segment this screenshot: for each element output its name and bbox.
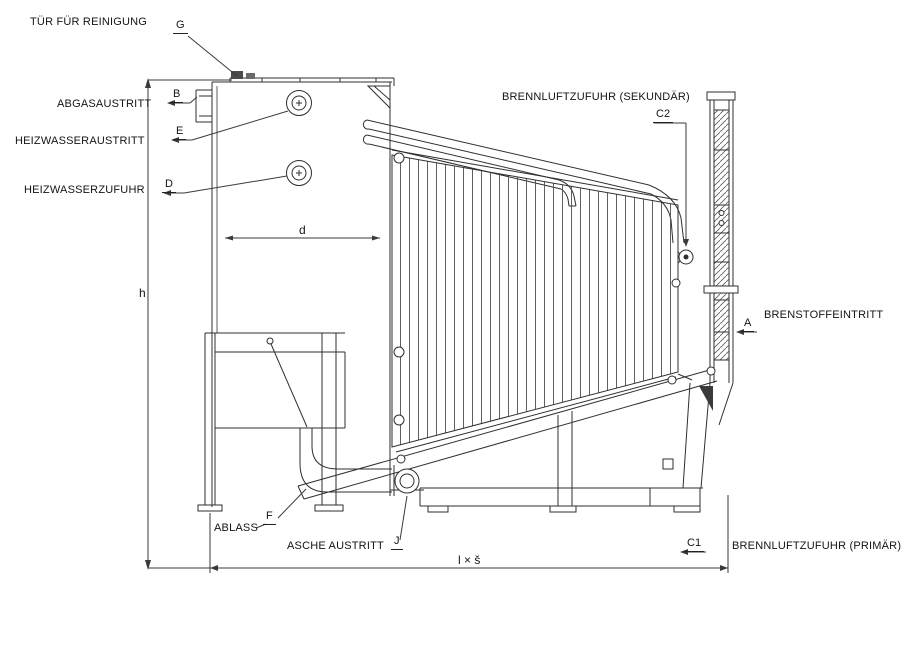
ref-letter-a: A xyxy=(741,318,755,332)
ref-letter-j: J xyxy=(391,536,403,550)
ash-outlet-flange xyxy=(394,468,420,494)
ref-letter-c2: C2 xyxy=(653,109,674,123)
cleaning-door xyxy=(231,71,391,110)
heating-water-supply-flange xyxy=(286,160,312,186)
ash-screw-cylinder xyxy=(215,337,346,429)
label-heating-water-supply: HEIZWASSERZUFUHR xyxy=(24,184,145,196)
ref-letter-b: B xyxy=(170,89,184,103)
heating-water-outlet-flange xyxy=(286,90,312,116)
boiler-body xyxy=(195,77,424,507)
ref-letter-f: F xyxy=(263,511,276,525)
combustion-chamber-grate xyxy=(391,149,681,453)
label-combustion-air-secondary: BRENNLUFTZUFUHR (SEKUNDÄR) xyxy=(502,91,690,103)
dim-label-footprint: l × š xyxy=(458,553,481,567)
door-hinge-bracket xyxy=(366,85,391,110)
base-frame xyxy=(419,411,701,513)
label-combustion-air-primary: BRENNLUFTZUFUHR (PRIMÄR) xyxy=(732,540,902,552)
stoker-conveyor xyxy=(297,366,718,500)
leader-lines xyxy=(163,35,408,541)
label-drain: ABLASS xyxy=(214,522,259,534)
drawing-root xyxy=(145,35,757,573)
ref-letter-d: D xyxy=(162,179,176,193)
ref-letter-g: G xyxy=(173,20,188,34)
label-ash-outlet: ASCHE AUSTRITT xyxy=(287,540,384,552)
ref-letter-c1: C1 xyxy=(684,538,705,552)
label-heating-water-outlet: HEIZWASSERAUSTRITT xyxy=(15,135,145,147)
fuel-feed-channel xyxy=(662,91,739,489)
primary-air-opening xyxy=(662,458,674,470)
label-cleaning-door: TÜR FÜR REINIGUNG xyxy=(30,16,148,28)
drain-pipe xyxy=(299,428,395,496)
flue-gas-stub xyxy=(195,89,212,123)
grate-pivot xyxy=(671,278,681,288)
secondary-air-port xyxy=(677,249,694,265)
grate-port-top xyxy=(393,152,405,164)
ref-letter-e: E xyxy=(173,126,187,140)
grate-port-middle xyxy=(393,346,405,358)
chute-flap xyxy=(699,386,713,411)
support-legs xyxy=(197,333,344,512)
grate-port-bottom xyxy=(393,414,405,426)
dim-label-depth: d xyxy=(299,223,306,237)
dimension-lines xyxy=(145,78,757,573)
label-flue-gas-outlet: ABGASAUSTRITT xyxy=(57,98,152,110)
dim-label-height: h xyxy=(139,286,146,300)
label-fuel-inlet: BRENSTOFFEINTRITT xyxy=(764,309,884,321)
